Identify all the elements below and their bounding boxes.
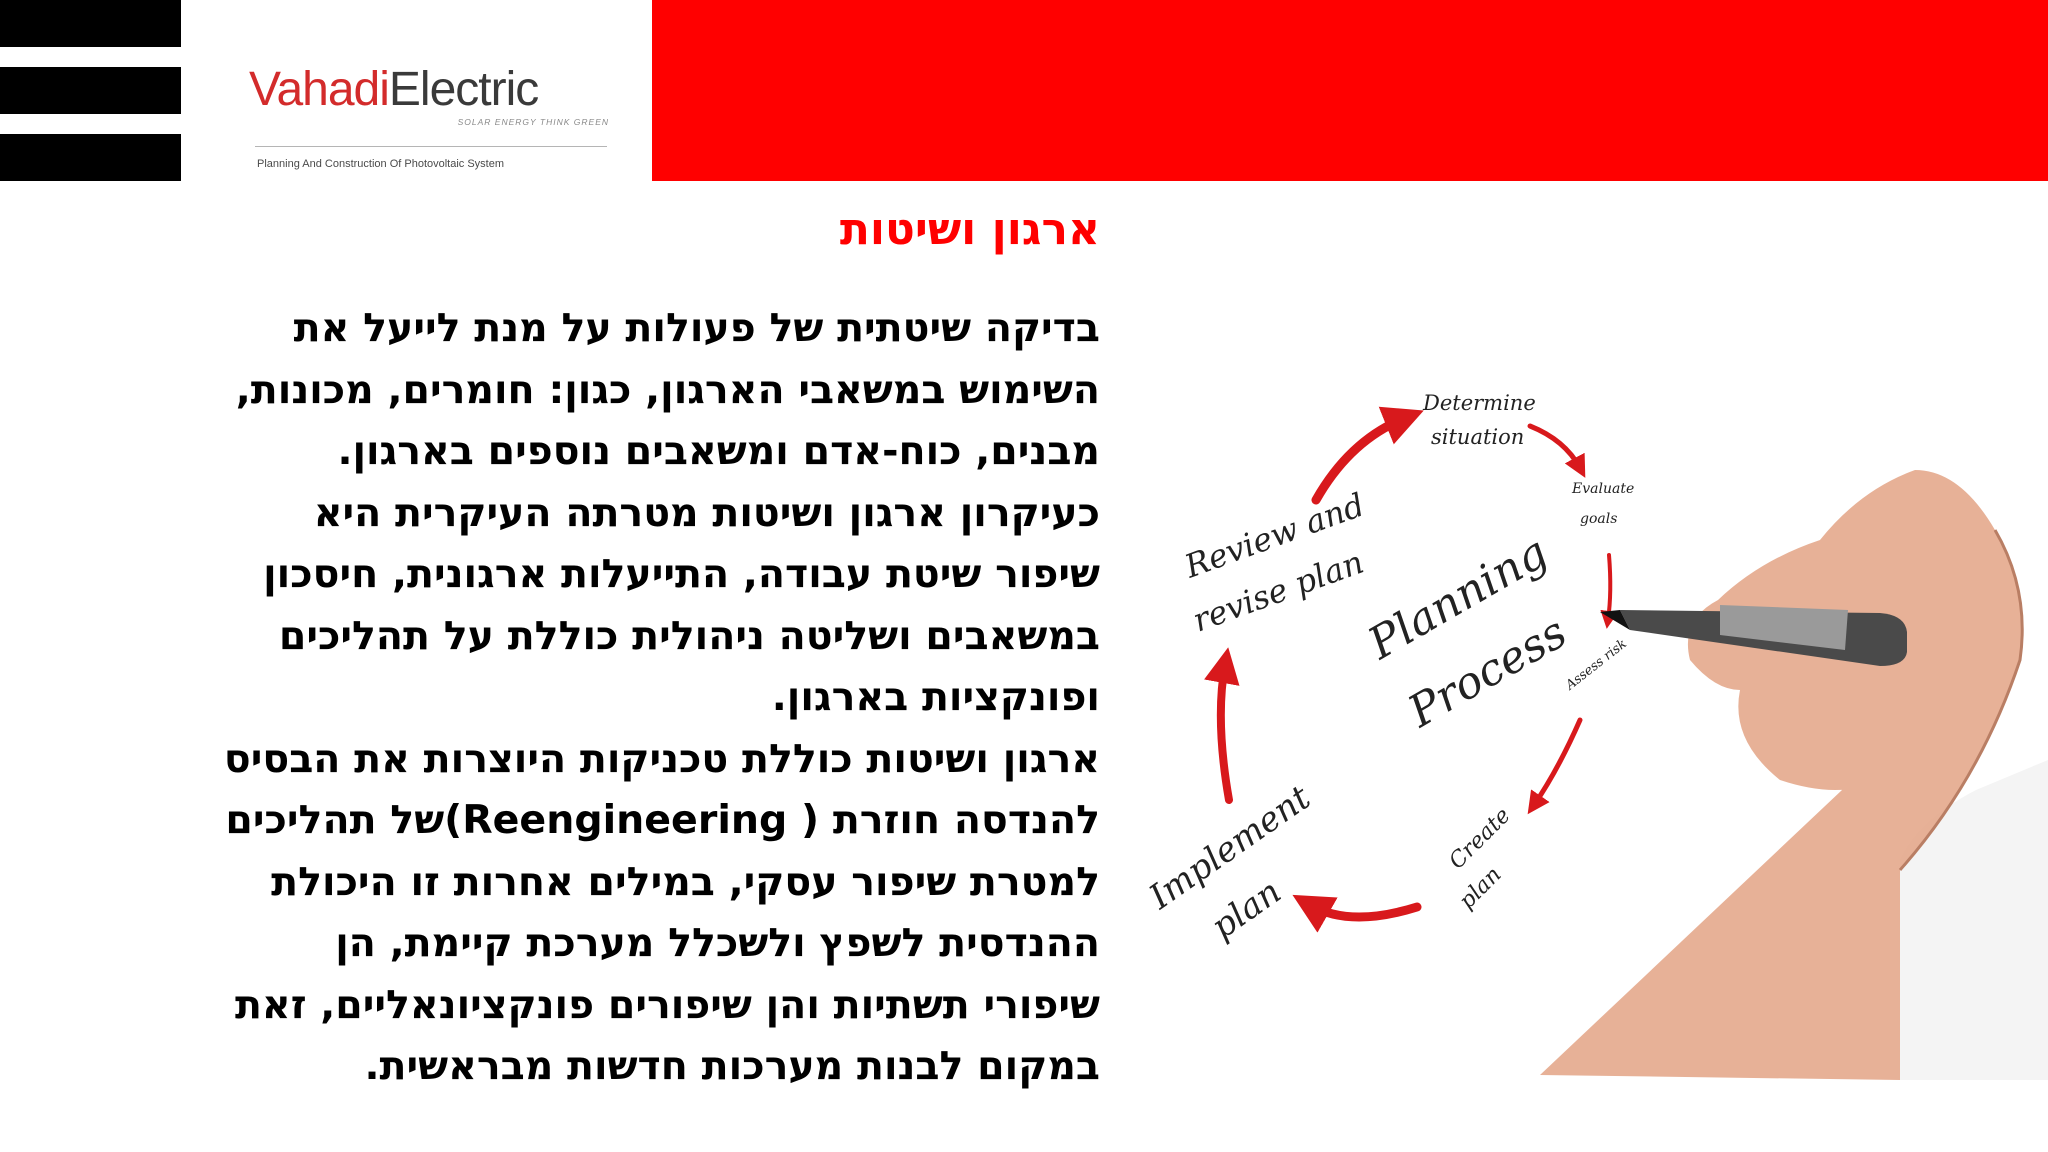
body-line: למטרת שיפור עסקי, במילים אחרות זו היכולת xyxy=(271,858,1100,905)
body-line: במשאבים ושליטה ניהולית כוללת על תהליכים xyxy=(278,612,1100,659)
slide-body: בדיקה שיטתית של פעולות על מנת לייעל את ה… xyxy=(100,298,1100,1098)
body-line: להנדסה חוזרת ( Reengineering)של תהליכים xyxy=(225,797,1100,843)
step-create-line1: Create xyxy=(1445,803,1516,874)
body-line: ההנדסית לשפץ ולשכלל מערכת קיימת, הן xyxy=(335,920,1100,966)
body-line: במקום לבנות מערכות חדשות מבראשית. xyxy=(364,1043,1100,1089)
body-line: בדיקה שיטתית של פעולות על מנת לייעל את xyxy=(293,305,1100,351)
cycle-arrows xyxy=(1204,406,1619,933)
step-implement-line2: plan xyxy=(1204,872,1288,948)
body-line: השימוש במשאבי הארגון, כגון: חומרים, מכונ… xyxy=(235,366,1100,413)
arrow-icon xyxy=(1204,647,1240,804)
step-determine-line2: situation xyxy=(1431,425,1524,449)
arrow-icon xyxy=(1292,894,1422,933)
logo-wordmark: VahadiElectric xyxy=(249,63,539,116)
arrow-icon xyxy=(1527,717,1583,815)
logo-subtitle: Planning And Construction Of Photovoltai… xyxy=(257,158,505,170)
hand-with-pen-icon xyxy=(1540,470,2048,1080)
logo-divider xyxy=(255,146,607,147)
step-determine-line1: Determine xyxy=(1422,391,1536,415)
header-red-band xyxy=(652,0,2048,181)
body-line: שיפור שיטת עבודה, התייעלות ארגונית, חיסכ… xyxy=(263,551,1100,597)
body-line: מבנים, כוח-אדם ומשאבים נוספים בארגון. xyxy=(337,428,1100,474)
body-line: ופונקציות בארגון. xyxy=(771,674,1100,720)
body-line: כעיקרון ארגון ושיטות מטרתה העיקרית היא xyxy=(313,489,1100,536)
planning-process-illustration: Determine situation Evaluate goals Asses… xyxy=(1141,391,2048,1080)
step-assess: Assess risk xyxy=(1562,636,1630,693)
logo-tagline: SOLAR ENERGY THINK GREEN xyxy=(457,117,609,127)
pen-tip xyxy=(1600,610,1630,630)
step-evaluate-line1: Evaluate xyxy=(1571,481,1634,497)
pen-grip xyxy=(1720,605,1848,650)
company-logo: VahadiElectric SOLAR ENERGY THINK GREEN … xyxy=(245,62,615,182)
header-stripe xyxy=(0,67,181,114)
arrow-icon xyxy=(1600,553,1619,629)
header-stripe xyxy=(0,134,181,181)
arrow-icon xyxy=(1527,423,1586,478)
sleeve xyxy=(1900,760,2048,1080)
body-line: שיפורי תשתיות והן שיפורים פונקציונאליים,… xyxy=(234,981,1100,1028)
body-line: ארגון ושיטות כוללת טכניקות היוצרות את הב… xyxy=(223,735,1100,782)
hand-outline xyxy=(1898,529,2024,871)
slide-title: ארגון ושיטות xyxy=(839,204,1100,255)
step-evaluate-line2: goals xyxy=(1580,511,1617,527)
arrow-icon xyxy=(1311,406,1424,505)
header-stripe xyxy=(0,0,181,47)
